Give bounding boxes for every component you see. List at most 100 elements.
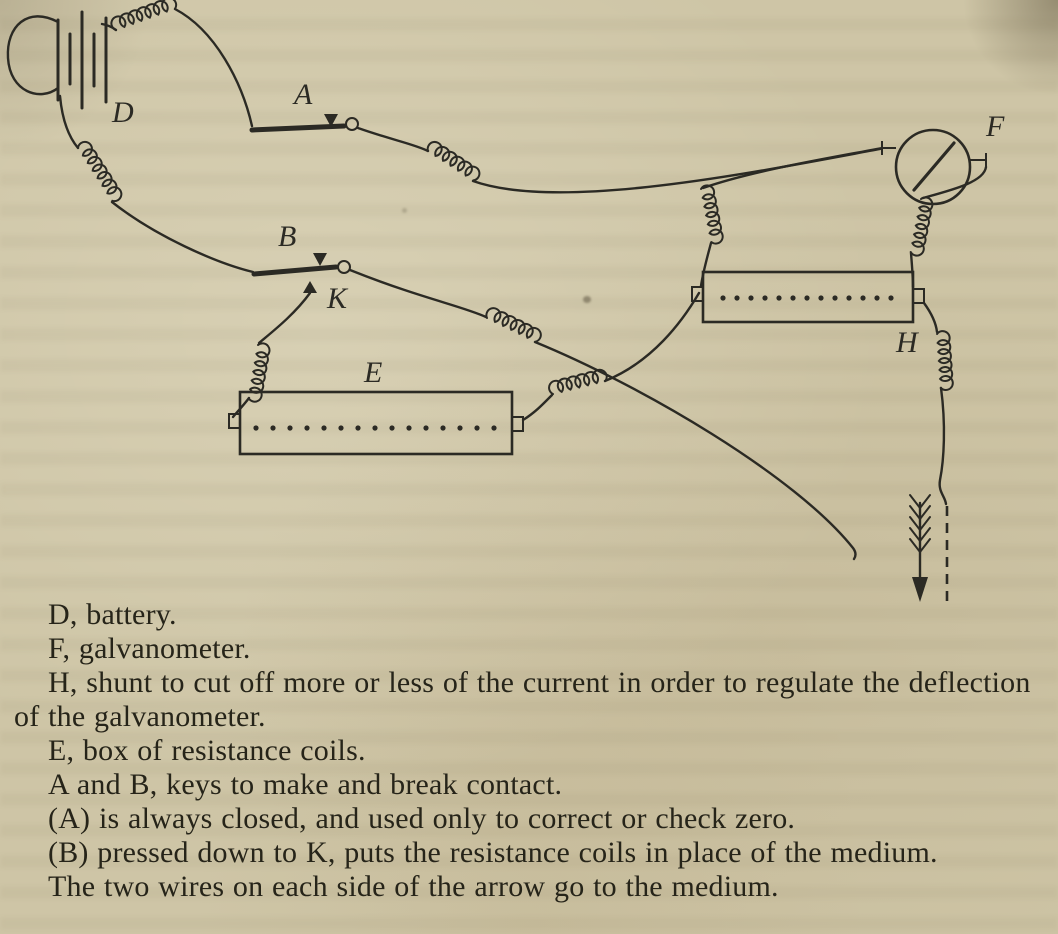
contact-k-label: K — [326, 282, 349, 315]
contact-k-post — [303, 281, 317, 293]
stud-dot — [457, 425, 463, 431]
stud-dot — [776, 295, 782, 301]
stud-dot — [270, 425, 276, 431]
wire-coil — [110, 0, 178, 31]
wire — [173, 7, 254, 128]
stud-dot — [860, 295, 866, 301]
stud-dot — [423, 425, 429, 431]
legend-line: F, galvanometer. — [48, 632, 251, 665]
wire-coil — [485, 307, 542, 343]
battery-label: D — [111, 96, 134, 129]
wire-coil — [909, 196, 934, 257]
stud-dot — [355, 425, 361, 431]
resistance-box-right-terminal — [511, 416, 524, 432]
wire — [356, 126, 430, 153]
key-a-lever — [249, 123, 347, 133]
stud-dot — [846, 295, 852, 301]
galvanometer-label: F — [985, 110, 1005, 143]
paper-speck — [583, 296, 591, 303]
stud-dot — [748, 295, 754, 301]
wire — [701, 146, 884, 190]
legend-line: E, box of resistance coils. — [48, 734, 366, 767]
arrow-fletching — [909, 494, 931, 553]
key-b-label: B — [278, 220, 296, 253]
arrow-head — [912, 577, 928, 602]
stud-dot — [338, 425, 344, 431]
coil-path — [77, 140, 123, 203]
battery-loop-wire — [6, 15, 60, 96]
wire — [699, 241, 713, 288]
resistance-box-outline — [238, 390, 514, 456]
key-a-contact — [324, 114, 338, 127]
shunt-box: H — [691, 270, 925, 359]
stud-dot — [832, 295, 838, 301]
figure-legend: D, battery. F, galvanometer. H, shunt to… — [14, 598, 1046, 904]
key-a-binding-loop — [345, 117, 359, 131]
stud-dot — [734, 295, 740, 301]
wire-coil — [77, 140, 123, 203]
legend-line: D, battery. — [48, 598, 177, 631]
wire-coil — [548, 368, 608, 395]
resistance-box: E — [228, 356, 524, 456]
stud-dot — [762, 295, 768, 301]
stud-dot — [874, 295, 880, 301]
stud-dot — [818, 295, 824, 301]
resistance-box-label: E — [363, 356, 382, 389]
stud-dot — [253, 425, 259, 431]
circuit-diagram: D A F — [6, 0, 1005, 602]
battery-assembly: D — [6, 10, 134, 129]
legend-line: The two wires on each side of the arrow … — [48, 870, 779, 903]
stud-dot — [720, 295, 726, 301]
legend-line: A and B, keys to make and break contact. — [48, 768, 563, 801]
wire — [521, 393, 554, 422]
stud-dot — [372, 425, 378, 431]
stud-dot — [304, 425, 310, 431]
wire — [58, 94, 80, 150]
legend-line: H, shunt to cut off more or less of the … — [14, 666, 1031, 733]
shunt-stud-row — [720, 295, 894, 301]
coil-path — [936, 330, 954, 391]
galvanometer: F — [881, 110, 1005, 206]
resistance-stud-row — [253, 425, 497, 431]
key-a-label: A — [292, 78, 313, 111]
wire — [110, 200, 255, 274]
resistance-box-left-terminal — [228, 413, 241, 429]
medium-wire-solid — [533, 340, 857, 561]
galvanometer-needle — [912, 141, 956, 192]
shunt-left-terminal — [691, 286, 704, 302]
coil-path — [110, 0, 178, 31]
coil-path — [909, 196, 934, 257]
key-b-lever — [251, 264, 339, 277]
wire — [471, 147, 882, 194]
coil-path — [426, 140, 481, 182]
battery-symbol — [56, 10, 108, 110]
wire — [603, 291, 701, 383]
stud-dot — [804, 295, 810, 301]
key-b: B K — [251, 220, 351, 315]
key-b-binding-loop — [337, 260, 351, 274]
coil-path — [700, 184, 724, 245]
stud-dot — [321, 425, 327, 431]
stud-dot — [287, 425, 293, 431]
wire-coil — [700, 184, 724, 245]
wire-coil — [936, 330, 954, 391]
wire — [922, 301, 939, 334]
stud-dot — [790, 295, 796, 301]
legend-line: (A) is always closed, and used only to c… — [48, 802, 796, 835]
wire — [921, 165, 988, 200]
medium-arrow — [909, 494, 931, 602]
stud-dot — [440, 425, 446, 431]
coil-path — [485, 307, 542, 343]
paper-speck — [402, 208, 407, 213]
legend-line: (B) pressed down to K, puts the resistan… — [48, 836, 938, 869]
wire — [938, 386, 948, 506]
coil-path — [247, 342, 271, 403]
wire — [348, 268, 488, 319]
shunt-right-terminal — [912, 288, 925, 304]
stud-dot — [406, 425, 412, 431]
galvanometer-right-post — [970, 153, 987, 167]
stud-dot — [491, 425, 497, 431]
wire — [257, 291, 312, 345]
galvanometer-left-post — [881, 141, 896, 155]
